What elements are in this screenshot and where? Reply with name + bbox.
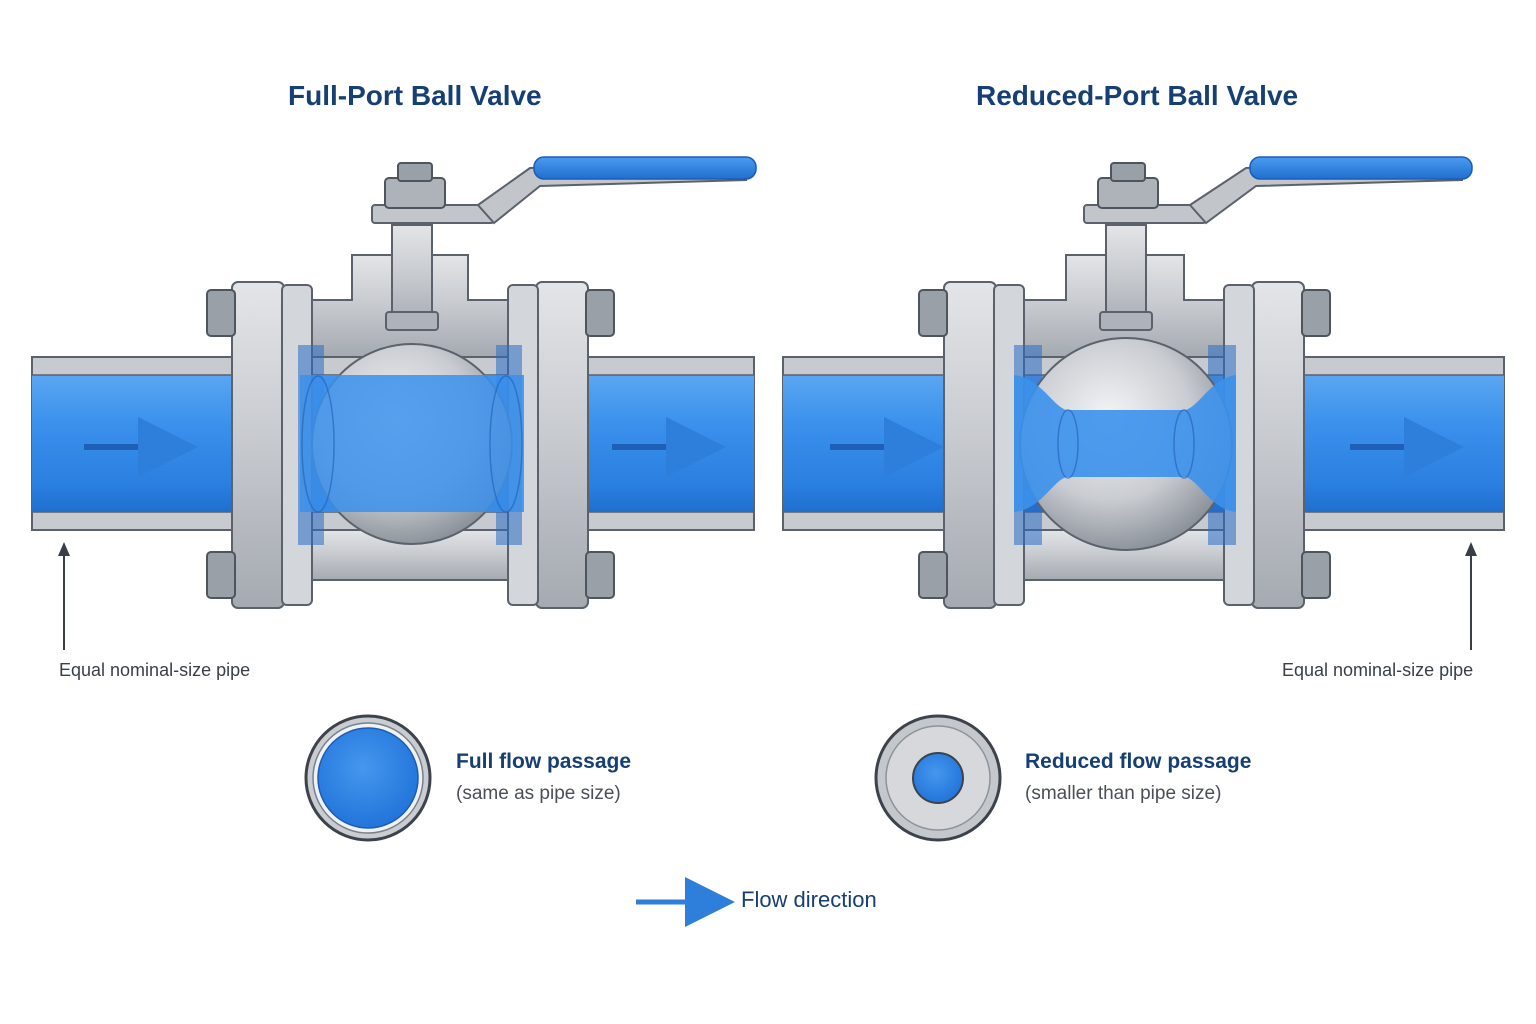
full-passage-subtitle: (same as pipe size) — [456, 783, 621, 804]
full-port-valve — [31, 156, 757, 842]
left-stem-handle — [371, 156, 757, 331]
flow-direction-label: Flow direction — [741, 887, 877, 912]
left-ball-bore — [300, 375, 524, 512]
reduced-passage-subtitle: (smaller than pipe size) — [1025, 783, 1222, 804]
right-pipe-note: Equal nominal-size pipe — [1282, 660, 1474, 680]
full-passage-title: Full flow passage — [456, 750, 632, 773]
reduced-passage-title: Reduced flow passage — [1025, 750, 1252, 773]
right-ball-bore — [1014, 375, 1236, 512]
left-pipe-note: Equal nominal-size pipe — [59, 660, 251, 680]
reduced-port-title: Reduced-Port Ball Valve — [976, 80, 1299, 111]
full-port-title: Full-Port Ball Valve — [288, 80, 542, 111]
reduced-passage-disc — [874, 714, 1002, 842]
full-passage-disc — [304, 714, 432, 842]
right-stem-handle — [1083, 156, 1473, 331]
reduced-port-valve — [782, 156, 1505, 842]
